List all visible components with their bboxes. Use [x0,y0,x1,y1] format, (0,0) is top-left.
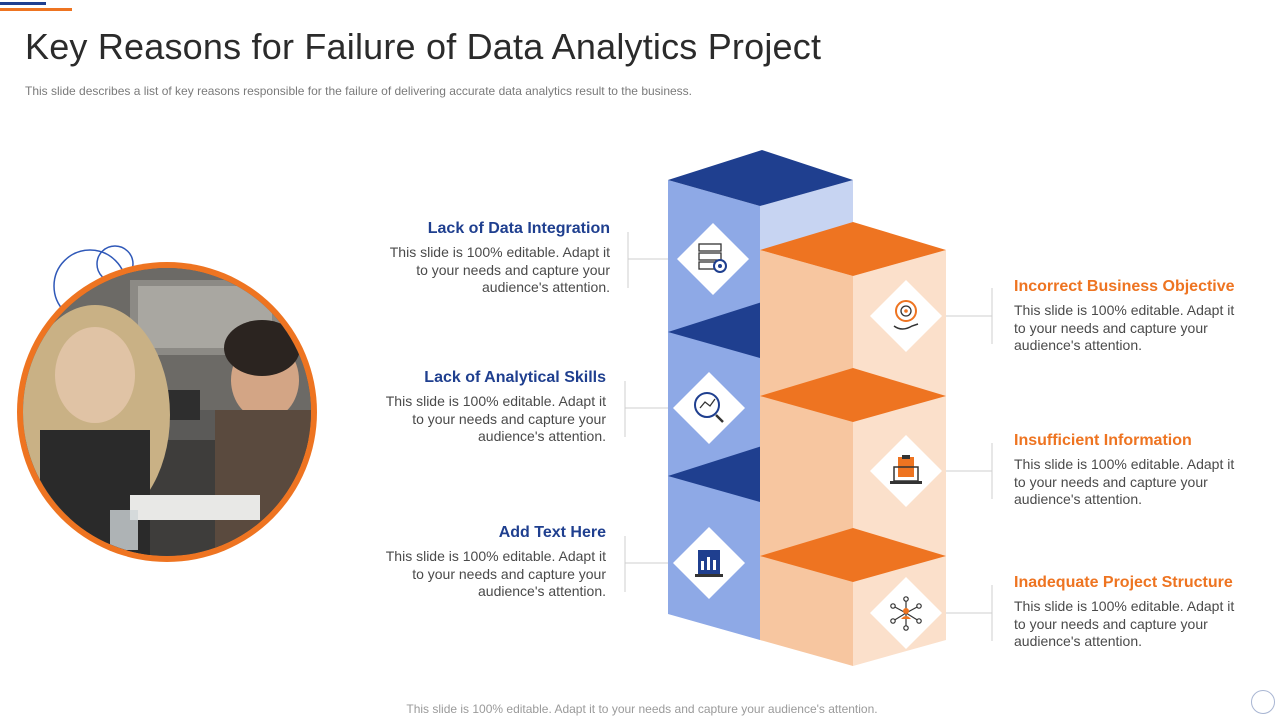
reason-item-incorrect-business-objective: Incorrect Business Objective This slide … [1014,278,1239,355]
accent-bar [0,0,72,11]
target-hand-icon [870,280,942,352]
network-person-icon [870,577,942,649]
reason-heading: Add Text Here [498,524,606,541]
page-subtitle: This slide describes a list of key reaso… [25,84,693,98]
reason-item-add-text-here: Add Text Here This slide is 100% editabl… [381,524,606,601]
reason-body: This slide is 100% editable. Adapt it to… [1014,598,1235,649]
reason-body: This slide is 100% editable. Adapt it to… [1014,456,1235,507]
reason-heading: Incorrect Business Objective [1014,278,1235,295]
reason-body: This slide is 100% editable. Adapt it to… [385,548,606,599]
accent-bar-orange [0,8,72,11]
reason-heading: Lack of Analytical Skills [424,369,606,386]
team-photo [0,240,330,580]
page-title: Key Reasons for Failure of Data Analytic… [25,26,822,67]
reason-item-lack-of-analytical-skills: Lack of Analytical Skills This slide is … [381,369,606,446]
reason-heading: Lack of Data Integration [427,220,610,237]
accent-bar-blue [0,2,46,5]
footer-note: This slide is 100% editable. Adapt it to… [406,702,878,716]
server-gear-icon [677,223,749,295]
orange-block-top-1 [760,222,946,276]
reason-heading: Inadequate Project Structure [1014,574,1233,591]
blue-block-top-1 [668,150,853,206]
reason-item-lack-of-data-integration: Lack of Data Integration This slide is 1… [385,220,610,297]
orange-block-left [760,250,853,666]
reason-body: This slide is 100% editable. Adapt it to… [389,244,610,295]
reason-item-inadequate-project-structure: Inadequate Project Structure This slide … [1014,574,1239,651]
orange-block-top-3 [760,528,946,582]
reason-body: This slide is 100% editable. Adapt it to… [1014,302,1235,353]
reason-body: This slide is 100% editable. Adapt it to… [385,393,606,444]
slide-nav-circle[interactable] [1251,690,1275,714]
document-chart-icon [673,527,745,599]
orange-block-top-2 [760,368,946,422]
reason-heading: Insufficient Information [1014,432,1192,449]
magnifier-chart-icon [673,372,745,444]
reason-item-insufficient-information: Insufficient Information This slide is 1… [1014,432,1239,509]
laptop-clipboard-icon [870,435,942,507]
